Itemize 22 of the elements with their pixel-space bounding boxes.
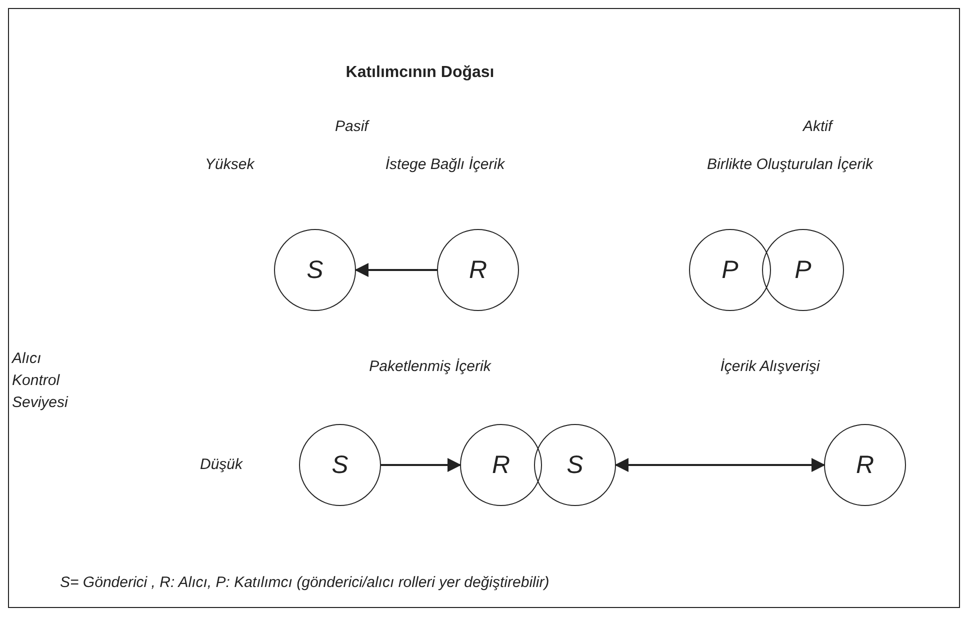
column-heading: Pasif <box>335 118 368 135</box>
quadrant-title: Paketlenmiş İçerik <box>369 358 491 375</box>
arrow <box>614 458 826 472</box>
circle-node: R <box>460 424 542 506</box>
arrow <box>381 458 462 472</box>
quadrant-title: Birlikte Oluşturulan İçerik <box>707 156 873 173</box>
quadrant-title: İçerik Alışverişi <box>720 358 820 375</box>
circle-node: P <box>689 229 771 311</box>
circle-node: S <box>299 424 381 506</box>
legend-note: S= Gönderici , R: Alıcı, P: Katılımcı (gönderici/alıcı rolleri yer değiştirebilir) <box>60 574 550 591</box>
quadrant-title: İstege Bağlı İçerik <box>385 156 505 173</box>
circle-node: P <box>762 229 844 311</box>
arrow <box>354 263 437 277</box>
circle-node: R <box>824 424 906 506</box>
circle-node: R <box>437 229 519 311</box>
circle-node: S <box>534 424 616 506</box>
circle-node: S <box>274 229 356 311</box>
row-heading: Düşük <box>200 456 243 473</box>
column-heading: Aktif <box>803 118 832 135</box>
axis-title: Alıcı Kontrol Seviyesi <box>12 349 70 413</box>
diagram-title: Katılımcının Doğası <box>346 64 494 82</box>
row-heading: Yüksek <box>205 156 254 173</box>
